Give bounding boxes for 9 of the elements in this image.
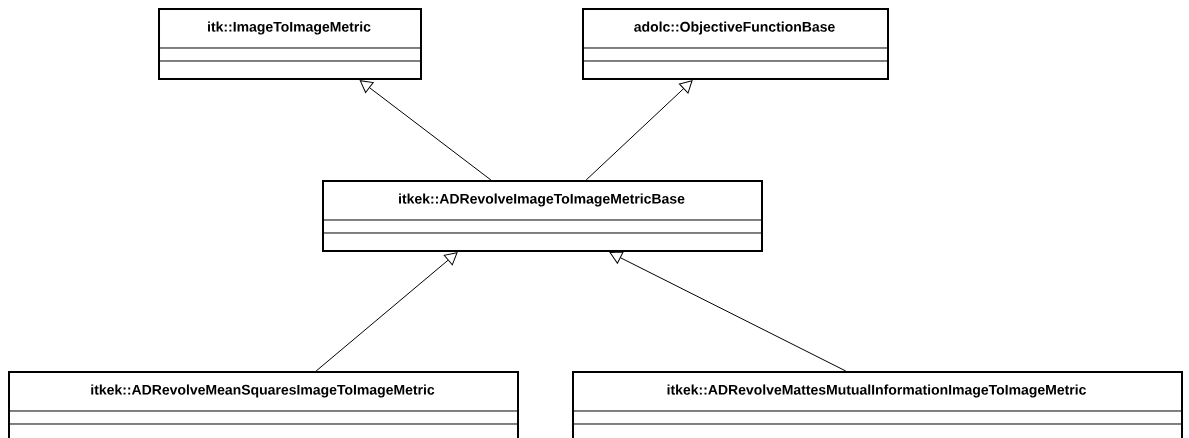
inheritance-arrow <box>609 251 847 372</box>
class-box: itkek::ADRevolveMattesMutualInformationImageToImageMetric <box>571 371 1183 438</box>
inheritance-arrow <box>585 80 693 181</box>
class-box: itkek::ADRevolveMeanSquaresImageToImageMetric <box>7 371 519 438</box>
inheritance-arrow <box>315 252 458 372</box>
inheritance-arrow <box>359 80 492 181</box>
class-box: itkek::ADRevolveImageToImageMetricBase <box>321 180 763 252</box>
class-box: itk::ImageToImageMetric <box>157 8 422 80</box>
class-box: adolc::ObjectiveFunctionBase <box>581 8 889 80</box>
